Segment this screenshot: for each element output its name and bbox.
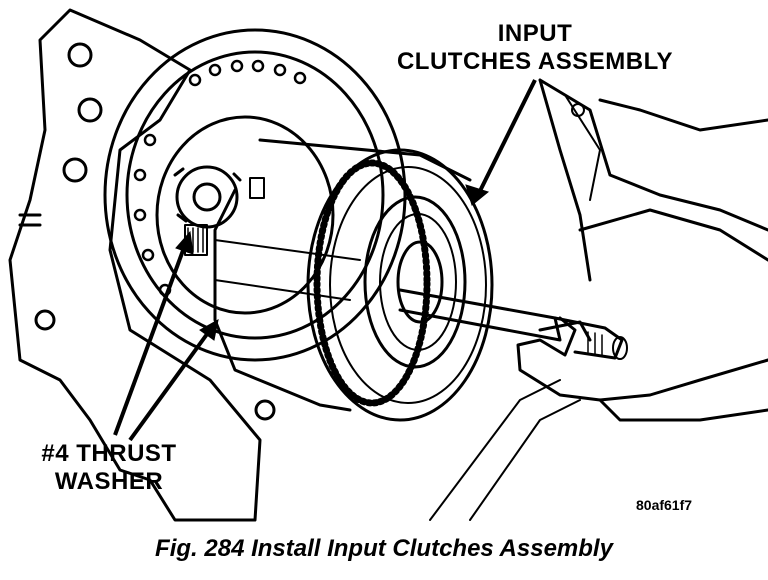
input-clutches-callout: INPUT CLUTCHES ASSEMBLY: [380, 20, 690, 76]
thrust-washer-callout: #4 THRUST WASHER: [24, 440, 194, 496]
washer-arrowhead-1: [175, 230, 194, 255]
transmission-housing-right: [538, 78, 768, 282]
callout-line: #4 THRUST: [41, 440, 177, 467]
clutch-drum-body: [213, 138, 472, 412]
callout-line: INPUT: [497, 20, 573, 47]
washer-arrowhead-2: [199, 319, 219, 341]
clutch-drum-face: [306, 148, 494, 422]
case-bolt-hole: [77, 97, 103, 123]
case-bolt-hole: [62, 157, 88, 183]
figure-caption: Fig. 284 Install Input Clutches Assembly: [155, 535, 613, 562]
input-clutch-leader: [476, 79, 537, 196]
case-bolt-hole: [34, 309, 56, 331]
callout-line: WASHER: [54, 468, 164, 495]
case-bolt-hole: [67, 42, 93, 68]
figure-reference-code: 80af61f7: [636, 497, 693, 513]
pump-housing-ring: [103, 28, 407, 362]
washer-leader-2: [128, 328, 212, 442]
washer-leader-1: [113, 244, 187, 436]
input-shaft: [398, 288, 562, 342]
input-hub: [175, 165, 239, 229]
callout-line: CLUTCHES ASSEMBLY: [396, 48, 674, 75]
case-bolt-hole: [254, 399, 276, 421]
input-clutch-arrowhead: [465, 184, 490, 206]
transmission-case: [8, 8, 262, 522]
clutch-installation-illustration: [8, 8, 768, 522]
technician-hand: [516, 316, 768, 422]
